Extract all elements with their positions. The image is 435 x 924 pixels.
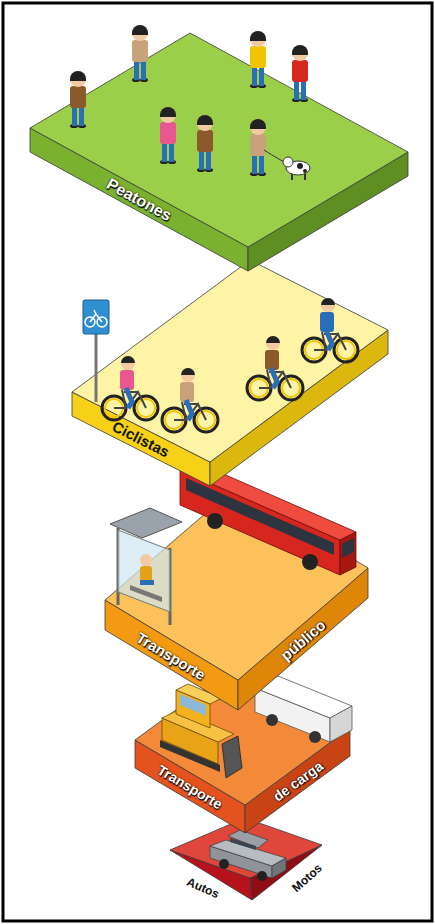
- layer-label: Autos: [185, 876, 221, 901]
- layer-face: [105, 488, 368, 680]
- mobility-layer: Transportepúblico: [95, 478, 378, 720]
- layer-face: [30, 33, 408, 247]
- layer-shape: [62, 250, 398, 496]
- layer-shape: [20, 23, 418, 281]
- layer-shape: [95, 478, 378, 720]
- layer-face: [170, 818, 322, 878]
- frame-border: [3, 3, 432, 921]
- mobility-layer: Peatones: [20, 23, 418, 281]
- mobility-layer: Ciclistas: [62, 250, 398, 496]
- layer-face: [135, 663, 350, 805]
- layer-face: [72, 260, 388, 462]
